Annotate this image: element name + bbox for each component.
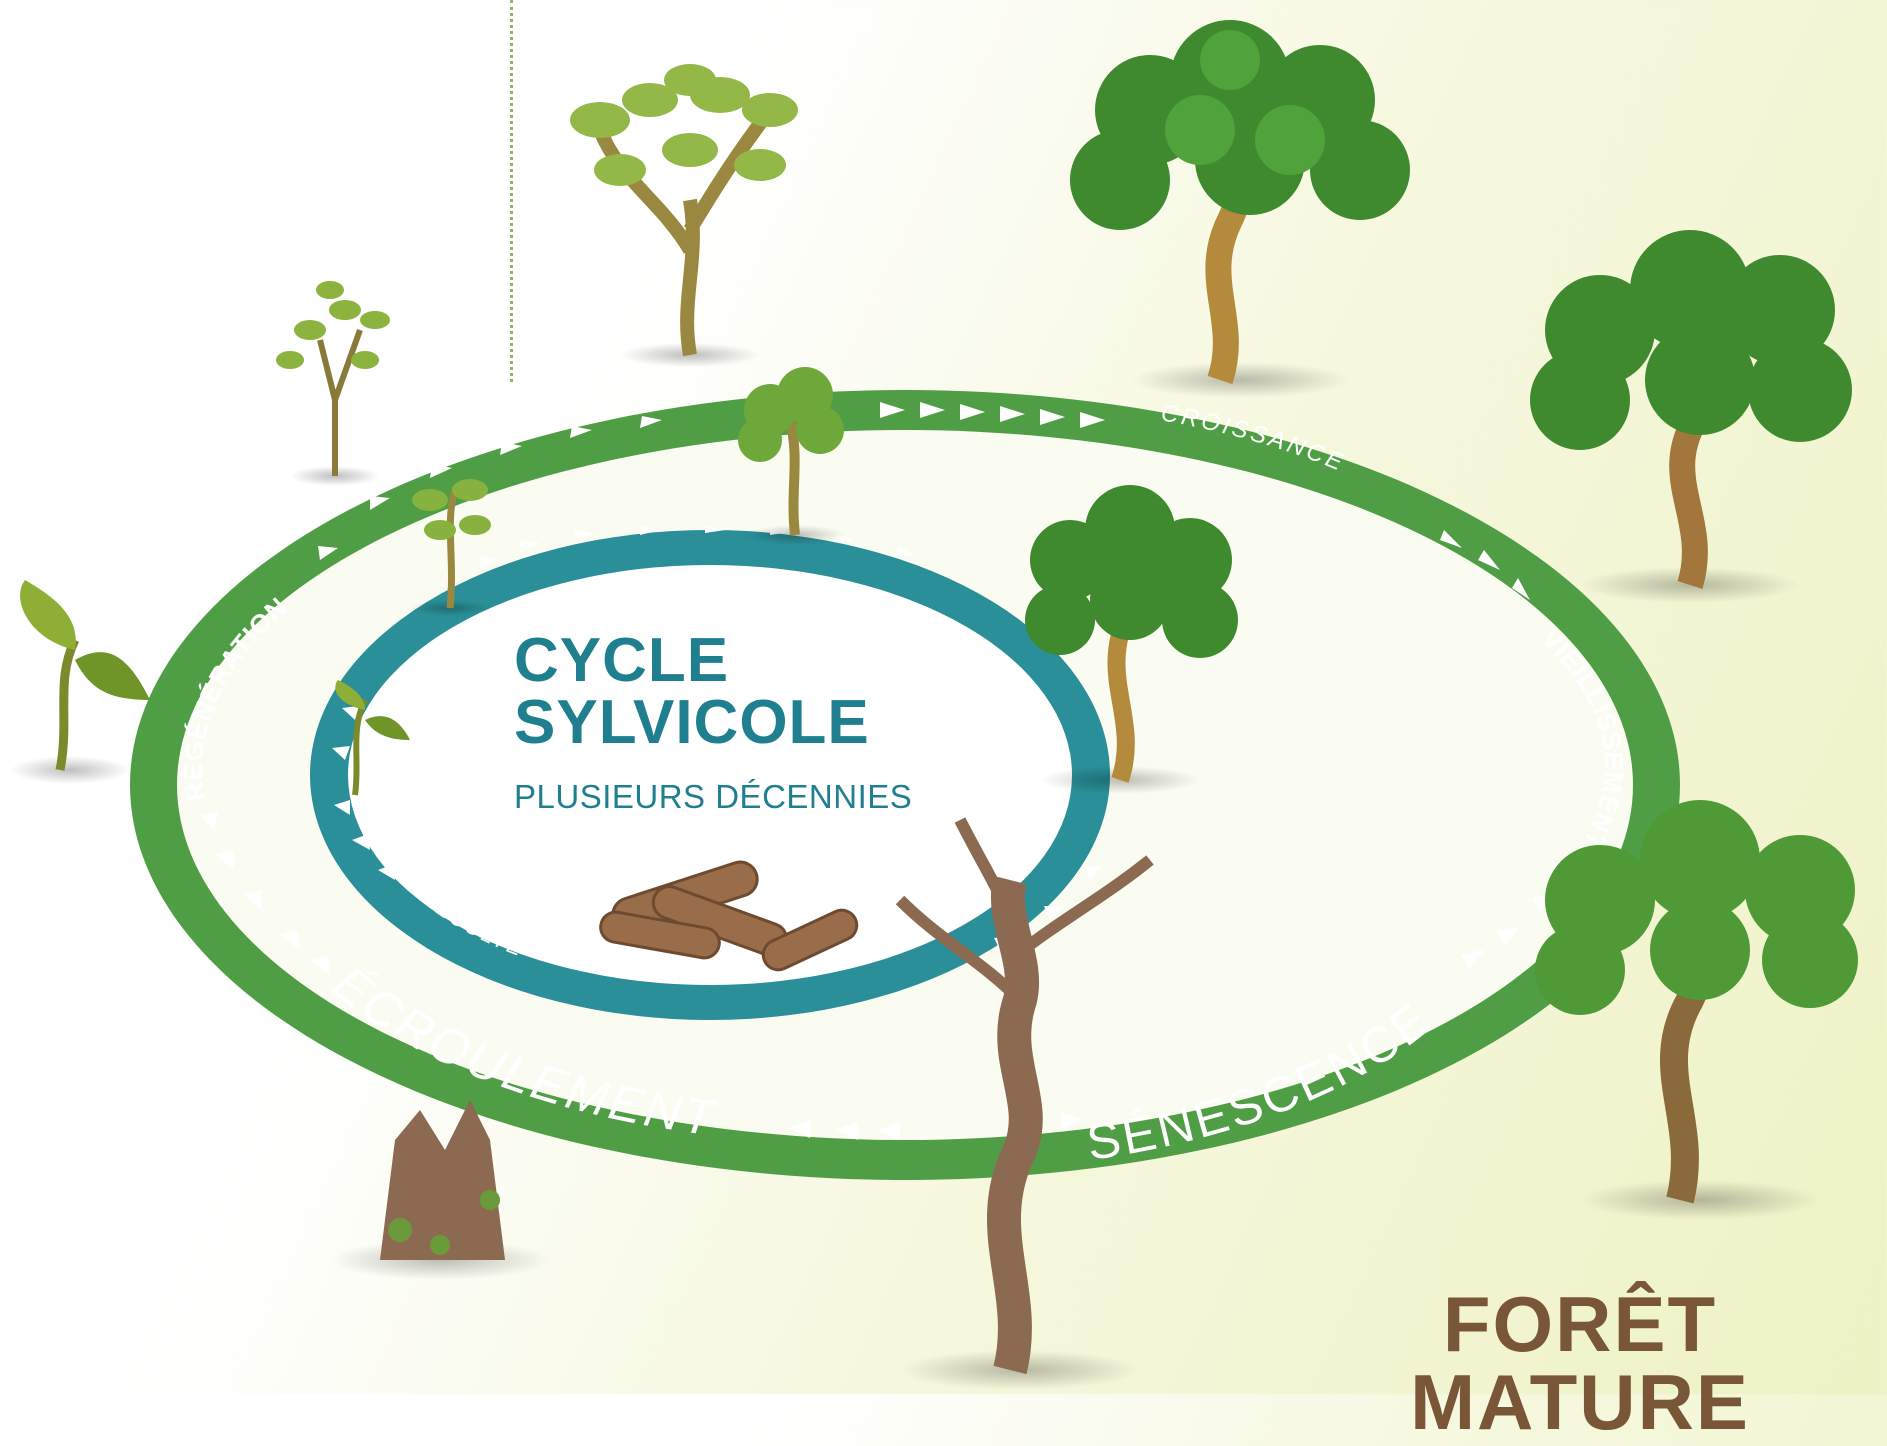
aging-tree-icon [1535, 800, 1858, 1220]
arrow-icon [378, 864, 395, 880]
mature-forest-line2: MATURE [1410, 1358, 1750, 1446]
arrow-icon [1040, 409, 1065, 425]
stump-icon [330, 1100, 550, 1280]
arrow-icon [1461, 950, 1485, 968]
arrow-icon [600, 956, 620, 970]
inner-ring-arrows [332, 526, 1102, 972]
sapling-icon [276, 281, 390, 486]
arrow-icon [1060, 1112, 1082, 1130]
mature-tree-icon [1070, 20, 1410, 398]
large-tree-icon [1530, 230, 1852, 603]
arrow-icon [700, 958, 720, 972]
log-pile-icon [599, 860, 859, 972]
arrow-icon [216, 850, 234, 870]
arrow-icon [480, 556, 498, 570]
arrow-icon [1512, 578, 1530, 600]
small-tree-icon [738, 367, 845, 545]
arrow-icon [334, 800, 350, 815]
arrow-icon [332, 746, 350, 760]
arrow-icon [280, 930, 300, 950]
arrow-icon [244, 890, 262, 910]
arrow-icon [1496, 927, 1520, 945]
mature-forest-title: FORÊT MATURE [1395, 1285, 1765, 1441]
arrow-icon [960, 404, 985, 420]
arrow-icon [352, 834, 370, 850]
arrow-icon [640, 958, 660, 972]
arrow-icon [318, 546, 338, 560]
arrow-icon [878, 1122, 900, 1140]
forest-cycle-diagram: CROISSANCE VIEILLISSEMENT SÉNESCENCE ÉCR… [10, 20, 1858, 1390]
arrow-icon [310, 955, 330, 975]
arrow-icon [520, 540, 540, 552]
arrow-icon [705, 526, 725, 533]
arrow-icon [836, 1122, 858, 1140]
inner-tree-icon [1025, 485, 1238, 794]
seedling-icon [10, 580, 150, 784]
arrow-icon [895, 546, 915, 556]
arrow-icon [1044, 906, 1064, 920]
dead-tree-icon [895, 817, 1154, 1390]
arrow-icon [1478, 550, 1500, 570]
dotted-divider [510, 0, 513, 382]
arrow-icon [570, 426, 592, 438]
arrow-icon [1000, 406, 1025, 422]
outer-ring-arrows [200, 402, 1575, 1140]
arrow-icon [788, 1120, 810, 1138]
inner-seedling-icon [335, 680, 410, 796]
inner-ring-inner-area [348, 565, 1072, 985]
arrow-icon [342, 706, 360, 720]
arrow-icon [640, 416, 662, 428]
mature-forest-line1: FORÊT [1442, 1280, 1718, 1368]
arrow-icon [500, 442, 522, 455]
inner-sapling-icon [410, 479, 491, 616]
cycle-title-line2: SYLVICOLE [514, 688, 870, 757]
arrow-icon [1080, 412, 1105, 428]
young-tree-icon [570, 64, 798, 367]
cycle-sylvicole-title: CYCLE SYLVICOLE [514, 630, 870, 754]
cycle-title-line1: CYCLE [514, 626, 730, 695]
arrow-icon [370, 496, 390, 510]
arrow-icon [1440, 530, 1462, 548]
arrow-icon [430, 464, 452, 478]
arrow-icon [920, 402, 945, 418]
arrow-icon [575, 530, 595, 540]
cycle-subtitle: PLUSIEURS DÉCENNIES [514, 778, 913, 815]
arrow-icon [200, 812, 218, 830]
arrow-icon [880, 402, 905, 418]
inner-ring [310, 530, 1110, 1020]
arrow-icon [640, 526, 660, 535]
arrow-icon [1084, 866, 1102, 880]
